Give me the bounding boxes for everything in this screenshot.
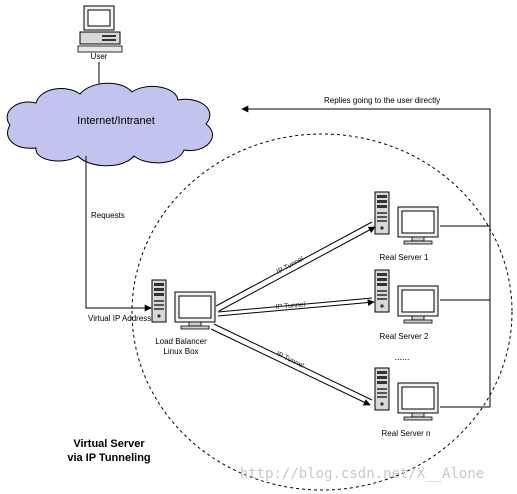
virtual-ip-label: Virtual IP Address [88, 314, 151, 323]
ellipsis-label: ...... [394, 352, 409, 362]
virtual-server-boundary [131, 133, 513, 491]
tunnel-to-server-n [210, 323, 373, 406]
replies-label: Replies going to the user directly [324, 96, 440, 105]
requests-line [85, 156, 152, 312]
user-computer-icon [77, 5, 123, 53]
load-balancer-label-line1: Load Balancer [155, 337, 207, 346]
diagram-title-line2: via IP Tunneling [67, 452, 150, 464]
real-server-1-label: Real Server 1 [380, 253, 429, 262]
tunnel-to-server-1 [215, 221, 376, 312]
real-server-n-label: Real Server n [382, 429, 431, 438]
watermark-text: http://blog.csdn.net/X__Alone [240, 466, 484, 482]
cloud-icon [6, 82, 213, 167]
real-server-1-icon [374, 191, 439, 245]
diagram-title-line1: Virtual Server [73, 438, 145, 450]
user-label: User [91, 52, 108, 61]
real-server-2-icon [374, 269, 439, 324]
load-balancer-label-line2: Linux Box [163, 347, 198, 356]
real-server-n-icon [374, 367, 439, 421]
requests-label: Requests [91, 211, 125, 220]
replies-line [241, 105, 491, 226]
cloud-label: Internet/Intranet [77, 115, 155, 127]
tunnel-to-server-2 [217, 297, 375, 317]
load-balancer-icon [151, 279, 216, 330]
real-server-2-label: Real Server 2 [380, 332, 429, 341]
tunnel-label-2: IP Tunnel [276, 301, 306, 311]
